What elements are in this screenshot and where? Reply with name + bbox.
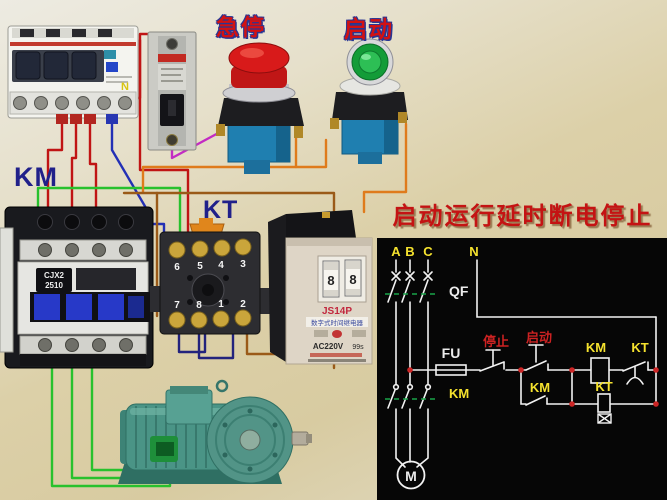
js14p-timer-relay: 8 8 JS14P 数字式时间继电器 AC220V 99s [268, 210, 373, 365]
socket-pin-3: 3 [240, 259, 246, 270]
timer-digit-left: 8 [327, 273, 334, 288]
socket-pin-8: 8 [196, 300, 202, 311]
socket-pin-5: 5 [197, 261, 203, 272]
phase-a-label: A [391, 244, 401, 259]
mini-breaker-brand-band [158, 54, 186, 62]
motor-symbol [396, 460, 426, 490]
kt-photo-label: KT [203, 196, 239, 224]
start-label: 启动 [526, 330, 552, 345]
wire-orange-start-timer [362, 122, 408, 214]
breaker-red-stripe [10, 42, 136, 46]
motor-eyebolt [215, 379, 229, 393]
contactor-model-line2: 2510 [45, 281, 63, 290]
start-button-symbol [525, 344, 549, 371]
wire-magenta-stop [170, 129, 224, 160]
stop-button-symbol [479, 349, 505, 372]
breaker-toggle-3 [71, 51, 97, 80]
km-hold-label: KM [530, 380, 550, 395]
kt-contact-label: KT [631, 340, 648, 355]
estop-photo-label: 急停 [216, 14, 266, 40]
contactor-model-line1: CJX2 [44, 271, 65, 280]
wire-red-phase2 [70, 122, 78, 230]
fu-fuse-symbol [435, 364, 467, 376]
socket-pin-7: 7 [174, 300, 180, 311]
mini-circuit-breaker [147, 31, 197, 151]
kt-coil-symbol [597, 393, 611, 413]
breaker-toggle-1 [15, 51, 41, 80]
km-hold-branch [520, 369, 573, 406]
motor-shaft [291, 431, 309, 446]
wire-red-phase3 [88, 122, 98, 230]
schematic-panel: A B C N QF [377, 238, 667, 500]
qf-label: QF [449, 283, 469, 299]
socket-pin-2: 2 [240, 299, 246, 310]
phase-c-label: C [423, 244, 433, 259]
breaker-n-mark: N [121, 81, 129, 93]
main-circuit-breaker: N [7, 25, 139, 124]
contactor-blue-button-3 [98, 294, 124, 320]
neutral-line [476, 259, 657, 405]
three-phase-motor [118, 379, 312, 484]
socket-pin-6: 6 [174, 262, 180, 273]
start-photo-label: 启动 [344, 16, 394, 42]
kt-relay-socket: 6 5 4 3 7 8 1 2 [150, 218, 280, 335]
socket-pin-4: 4 [218, 260, 224, 271]
wire-red-control-feed [138, 38, 190, 246]
start-pushbutton [330, 38, 408, 164]
contactor-blue-button-2 [66, 294, 92, 320]
stop-label: 停止 [483, 334, 509, 349]
junction-dots [407, 367, 659, 407]
contactor-model-label [36, 268, 72, 292]
km-main-label: KM [449, 386, 469, 401]
breaker-test-button [106, 62, 118, 72]
km-main-contacts-symbol [387, 383, 432, 468]
wire-navy-socket-1 [177, 328, 207, 354]
timer-name: 数字式时间继电器 [311, 318, 364, 327]
timer-voltage: AC220V [313, 342, 344, 351]
wire-orange-stop-start [294, 136, 328, 169]
contactor-blue-button-1 [34, 294, 60, 320]
timer-model: JS14P [322, 306, 352, 317]
phase-b-label: B [405, 244, 414, 259]
motor-junction-box [165, 389, 213, 425]
estop-mushroom-head [228, 42, 290, 74]
km-coil-label: KM [586, 340, 606, 355]
qf-breaker-symbol [387, 259, 433, 385]
fu-label: FU [442, 345, 461, 361]
km-contactor: CJX2 2510 [0, 206, 154, 369]
neutral-label: N [469, 244, 478, 259]
motor-label: M [405, 468, 417, 484]
timer-digit-right: 8 [349, 272, 356, 287]
schematic-title: 启动运行延时断电停止 [392, 203, 653, 230]
km-photo-label: KM [14, 162, 58, 192]
kt-delay-contact-symbol [622, 361, 649, 385]
kt-coil-label: KT [595, 379, 612, 394]
estop-pushbutton [216, 42, 304, 174]
timer-range: 99s [352, 344, 364, 351]
kt-delay-element-symbol [597, 413, 612, 424]
wire-navy-socket-2 [197, 328, 235, 360]
schematic-drawing: A B C N QF [385, 244, 659, 490]
breaker-toggle-2 [43, 51, 69, 80]
socket-pin-1: 1 [218, 299, 224, 310]
km-coil-symbol [590, 357, 610, 384]
